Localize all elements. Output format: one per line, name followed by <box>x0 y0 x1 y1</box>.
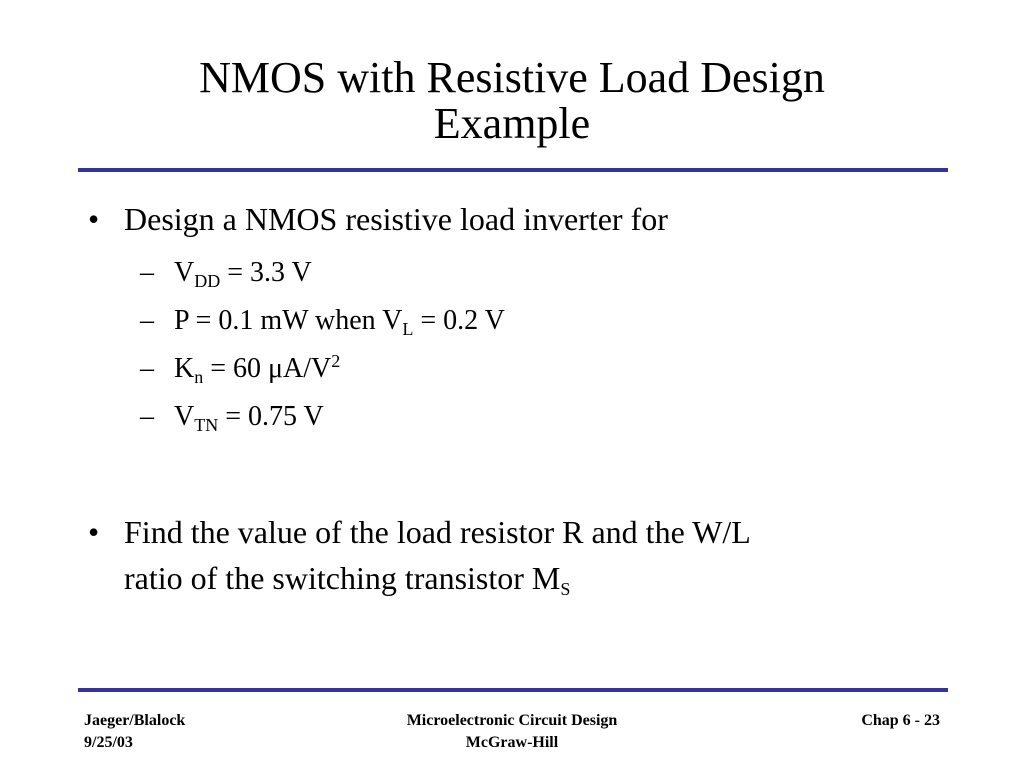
sub-item-kn: –Kn = 60 μA/V2 <box>140 352 340 386</box>
sub-item-dash: – <box>140 353 154 384</box>
sub-item-vtn: –VTN = 0.75 V <box>140 400 324 434</box>
bullet-design-text: Design a NMOS resistive load inverter fo… <box>124 201 668 237</box>
sub-item-vdd: –VDD = 3.3 V <box>140 256 312 290</box>
bullet-marker: • <box>88 201 100 237</box>
footer-publisher: McGraw-Hill <box>465 734 559 751</box>
sub-item-dash: – <box>140 401 154 432</box>
vtn-symbol: V <box>174 401 195 432</box>
kn-value: = 60 μA/V <box>203 353 332 384</box>
vtn-value: = 0.75 V <box>218 401 324 432</box>
slide-body: • Design a NMOS resistive load inverter … <box>88 201 934 601</box>
footer-book-title: Microelectronic Circuit Design <box>406 712 618 729</box>
power-subscript: L <box>402 319 414 339</box>
footer-authors: Jaeger/Blalock 9/25/03 <box>84 710 185 754</box>
footer-book: Microelectronic Circuit Design McGraw-Hi… <box>312 710 712 754</box>
vdd-subscript: DD <box>194 271 221 291</box>
footer-author-names: Jaeger/Blalock <box>84 712 186 729</box>
vdd-value: = 3.3 V <box>220 257 312 288</box>
ms-subscript: S <box>560 579 571 599</box>
vdd-symbol: V <box>174 257 195 288</box>
bullet-find-line-2-text: ratio of the switching transistor M <box>124 560 561 596</box>
kn-symbol: K <box>174 353 195 384</box>
bullet-find-line-1: Find the value of the load resistor R an… <box>124 514 751 550</box>
slide-title: NMOS with Resistive Load Design Example <box>80 55 944 147</box>
vtn-subscript: TN <box>194 415 219 435</box>
footer-divider <box>78 688 948 692</box>
title-divider <box>78 168 948 172</box>
slide-title-line-2: Example <box>433 99 591 148</box>
bullet-marker: • <box>88 514 100 550</box>
footer-page: Chap 6 - 23 <box>861 710 940 732</box>
sub-item-dash: – <box>140 257 154 288</box>
kn-subscript: n <box>194 367 204 387</box>
bullet-find-text: Find the value of the load resistor R an… <box>124 509 934 601</box>
bullet-find-line-2: ratio of the switching transistor MS <box>124 555 934 601</box>
slide-title-line-1: NMOS with Resistive Load Design <box>199 53 825 102</box>
kn-superscript: 2 <box>331 351 341 371</box>
sub-item-power: –P = 0.1 mW when VL = 0.2 V <box>140 304 505 338</box>
footer-date: 9/25/03 <box>84 734 133 751</box>
footer-chapter-page: Chap 6 - 23 <box>861 712 940 729</box>
power-text: P = 0.1 mW when V <box>174 305 403 336</box>
power-value: = 0.2 V <box>413 305 505 336</box>
sub-item-dash: – <box>140 305 154 336</box>
